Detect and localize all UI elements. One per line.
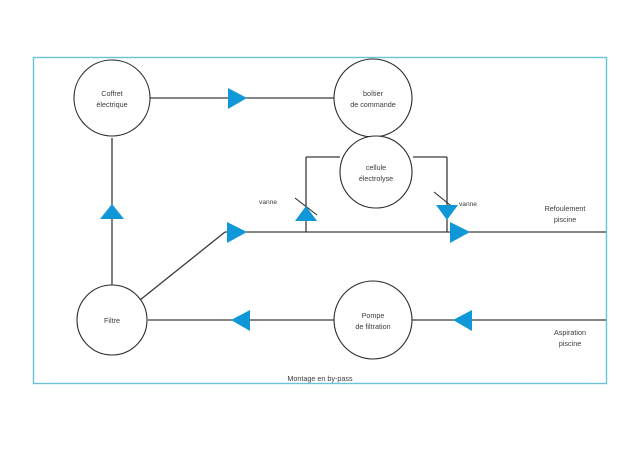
valve-right-triangle-down	[436, 205, 458, 220]
valve-right[interactable]: vanne	[433, 191, 477, 220]
diagram-frame	[32, 56, 608, 385]
node-coffret-electrique-label-line2: électrique	[96, 100, 127, 109]
node-filtre[interactable]: Filtre	[76, 284, 148, 356]
arrow-filtre-to-coffret	[100, 204, 124, 219]
node-boitier-de-commande-shape	[333, 58, 413, 138]
arrow-bypass-entry	[227, 222, 247, 243]
diagram-caption: Montage en by-pass	[287, 374, 353, 383]
node-coffret-electrique-shape	[73, 59, 151, 137]
valve-left[interactable]: vanne	[259, 197, 318, 221]
label-aspiration-piscine-line2: piscine	[559, 339, 581, 348]
arrow-aspiration-to-pompe	[453, 310, 472, 331]
node-pompe-de-filtration[interactable]: Pompe de filtration	[333, 280, 413, 360]
label-refoulement-piscine: Refoulement piscine	[545, 204, 586, 224]
node-filtre-shape	[76, 284, 148, 356]
node-boitier-de-commande-label-line2: de commande	[350, 100, 396, 109]
node-coffret-electrique-label-line1: Coffret	[101, 89, 122, 98]
node-cellule-electrolyse[interactable]: cellule électrolyse	[339, 135, 413, 209]
valve-right-label: vanne	[459, 201, 477, 208]
label-refoulement-piscine-line1: Refoulement	[545, 204, 586, 213]
node-coffret-electrique[interactable]: Coffret électrique	[73, 59, 151, 137]
node-cellule-electrolyse-label-line2: électrolyse	[359, 174, 393, 183]
arrow-pompe-to-filtre	[231, 310, 250, 331]
node-boitier-de-commande[interactable]: boîtier de commande	[333, 58, 413, 138]
node-cellule-electrolyse-shape	[339, 135, 413, 209]
node-boitier-de-commande-label-line1: boîtier	[363, 89, 384, 98]
valve-left-label: vanne	[259, 199, 277, 206]
label-aspiration-piscine: Aspiration piscine	[554, 328, 586, 348]
label-refoulement-piscine-line2: piscine	[554, 215, 576, 224]
node-pompe-de-filtration-label-line2: de filtration	[355, 322, 390, 331]
pipe-filtre-to-refoulement	[139, 231, 226, 301]
arrow-coffret-to-boitier	[228, 88, 247, 109]
node-cellule-electrolyse-label-line1: cellule	[366, 163, 386, 172]
label-aspiration-piscine-line1: Aspiration	[554, 328, 586, 337]
node-pompe-de-filtration-shape	[333, 280, 413, 360]
node-pompe-de-filtration-label-line1: Pompe	[362, 311, 385, 320]
node-filtre-label: Filtre	[104, 316, 120, 325]
arrow-refoulement-out	[450, 222, 470, 243]
valve-left-triangle-up	[295, 206, 317, 221]
